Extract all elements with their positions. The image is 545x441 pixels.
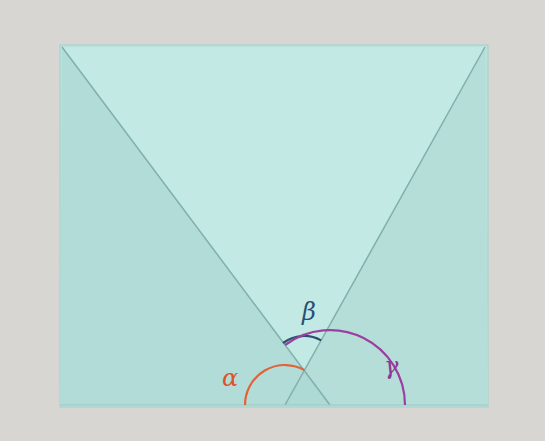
angle-arc bbox=[245, 365, 305, 405]
angle-arc bbox=[285, 330, 405, 405]
left-flap bbox=[60, 47, 304, 405]
paper-sheet bbox=[60, 45, 488, 407]
angle-label: β bbox=[302, 300, 316, 324]
fold-line bbox=[62, 47, 330, 405]
paper-edge bbox=[60, 405, 488, 406]
angle-label: γ bbox=[384, 354, 398, 378]
fold-line bbox=[285, 47, 485, 405]
right-flap bbox=[304, 47, 488, 405]
angle-label: α bbox=[222, 366, 238, 390]
